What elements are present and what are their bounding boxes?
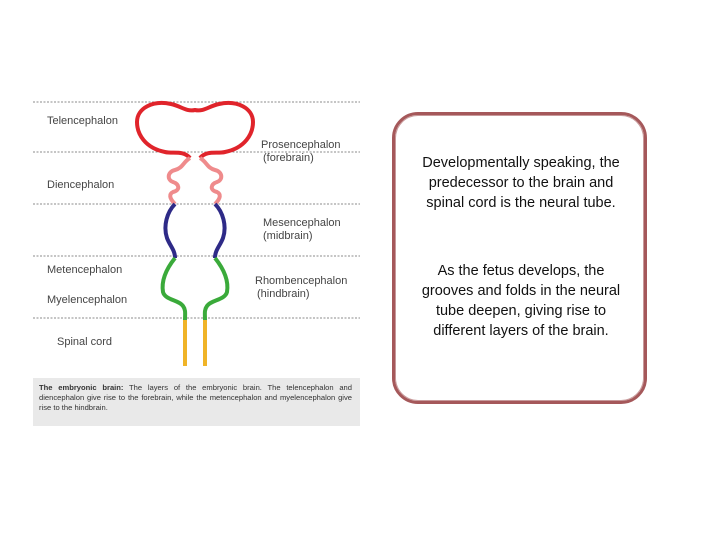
label-myelencephalon: Myelencephalon <box>47 294 128 306</box>
layer-dividers <box>33 101 360 319</box>
telencephalon-shape <box>135 101 255 160</box>
label-mesencephalon: Mesencephalon <box>263 217 341 229</box>
figure-caption: The embryonic brain: The layers of the e… <box>33 378 360 426</box>
caption-title: The embryonic brain: <box>39 383 124 392</box>
diencephalon-shape <box>166 156 192 206</box>
rhombencephalon-shape-right <box>202 256 230 321</box>
label-forebrain: (forebrain) <box>263 152 314 164</box>
label-hindbrain: (hindbrain) <box>257 288 310 300</box>
neural-tube-diagram <box>33 101 360 366</box>
mesencephalon-shape <box>163 202 177 259</box>
label-prosencephalon: Prosencephalon <box>261 139 341 151</box>
embryonic-brain-figure: Telencephalon Diencephalon Metencephalon… <box>33 100 360 426</box>
rhombencephalon-shape <box>160 256 188 321</box>
label-telencephalon: Telencephalon <box>47 115 118 127</box>
label-metencephalon: Metencephalon <box>47 264 123 276</box>
label-spinal-cord: Spinal cord <box>57 336 113 348</box>
explanation-textbox: Developmentally speaking, the predecesso… <box>392 112 647 404</box>
mesencephalon-shape-right <box>213 202 227 259</box>
explanation-paragraph-2: As the fetus develops, the grooves and f… <box>421 263 621 339</box>
diencephalon-shape-right <box>198 156 224 206</box>
explanation-paragraph-1: Developmentally speaking, the predecesso… <box>422 155 620 211</box>
label-midbrain: (midbrain) <box>263 230 313 242</box>
label-diencephalon: Diencephalon <box>47 179 115 191</box>
label-rhombencephalon: Rhombencephalon <box>255 275 348 287</box>
caption-text: The layers of the embryonic brain. The t… <box>39 383 353 412</box>
